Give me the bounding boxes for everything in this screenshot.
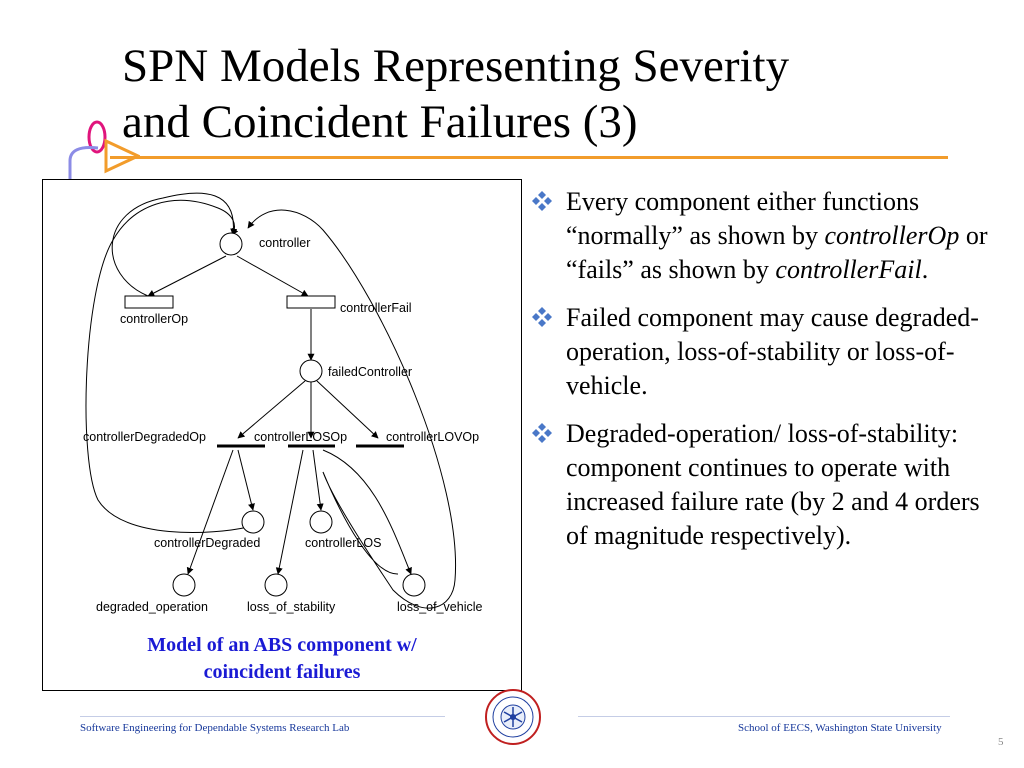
bullet-item: Degraded-operation/ loss-of-stability: c… xyxy=(530,417,1000,553)
lab-logo-icon xyxy=(485,689,541,745)
place-loss-of-stability xyxy=(264,573,288,597)
label-controllerDegraded: controllerDegraded xyxy=(154,536,260,550)
transition-controllerFail xyxy=(286,295,336,309)
label-loss-of-vehicle: loss_of_vehicle xyxy=(397,600,483,614)
label-failedController: failedController xyxy=(328,365,412,379)
place-loss-of-vehicle xyxy=(402,573,426,597)
title-line-2: and Coincident Failures (3) xyxy=(122,96,638,148)
place-failedController xyxy=(299,359,323,383)
place-controller xyxy=(219,232,243,256)
label-degraded-operation: degraded_operation xyxy=(96,600,208,614)
label-controllerFail: controllerFail xyxy=(340,301,412,315)
label-controllerDegradedOp: controllerDegradedOp xyxy=(83,430,206,444)
page-number: 5 xyxy=(998,736,1004,748)
caption-line-1: Model of an ABS component w/ xyxy=(147,634,417,656)
spn-model-figure: controller controllerOp controllerFail f… xyxy=(42,179,522,691)
title-line-1: SPN Models Representing Severity xyxy=(122,40,790,92)
decorative-shapes-icon xyxy=(68,120,140,182)
footer-school-name: School of EECS, Washington State Univers… xyxy=(738,722,942,734)
bullet-item: Failed component may cause degraded-oper… xyxy=(530,301,1000,403)
diamond-bullet-icon xyxy=(532,423,552,443)
bullet-1-text-a: Every component either functions “normal… xyxy=(566,187,920,250)
place-controllerDegraded xyxy=(241,510,265,534)
diamond-bullet-icon xyxy=(532,307,552,327)
caption-line-2: coincident failures xyxy=(203,661,361,683)
footer-divider-right xyxy=(578,716,950,717)
diamond-bullet-icon xyxy=(532,191,552,211)
footer-divider-left xyxy=(80,716,445,717)
footer-lab-name: Software Engineering for Dependable Syst… xyxy=(80,722,350,734)
slide-title: SPN Models Representing Severity and Coi… xyxy=(122,38,1002,150)
bullet-1-text-b: or “fails” as shown by xyxy=(566,221,988,284)
bullet-1-italic-a: controllerOp xyxy=(824,221,960,250)
bullet-1-text-c: . xyxy=(921,255,929,284)
figure-caption: Model of an ABS component w/ coincident … xyxy=(43,632,521,686)
bullet-2-text: Failed component may cause degraded-oper… xyxy=(566,303,979,400)
title-underline xyxy=(110,156,948,159)
bullet-1-italic-b: controllerFail xyxy=(775,255,922,284)
label-controllerLOVOp: controllerLOVOp xyxy=(386,430,479,444)
transition-controllerOp xyxy=(124,295,174,309)
label-controller: controller xyxy=(259,236,310,250)
bullet-list: Every component either functions “normal… xyxy=(530,185,1000,567)
place-controllerLOS xyxy=(309,510,333,534)
bullet-item: Every component either functions “normal… xyxy=(530,185,1000,287)
label-controllerLOS: controllerLOS xyxy=(305,536,381,550)
label-controllerOp: controllerOp xyxy=(120,312,188,326)
bullet-3-text: Degraded-operation/ loss-of-stability: c… xyxy=(566,419,980,550)
label-controllerLOSOp: controllerLOSOp xyxy=(254,430,347,444)
label-loss-of-stability: loss_of_stability xyxy=(247,600,336,614)
spn-diagram: controller controllerOp controllerFail f… xyxy=(83,192,483,614)
place-degraded-operation xyxy=(172,573,196,597)
